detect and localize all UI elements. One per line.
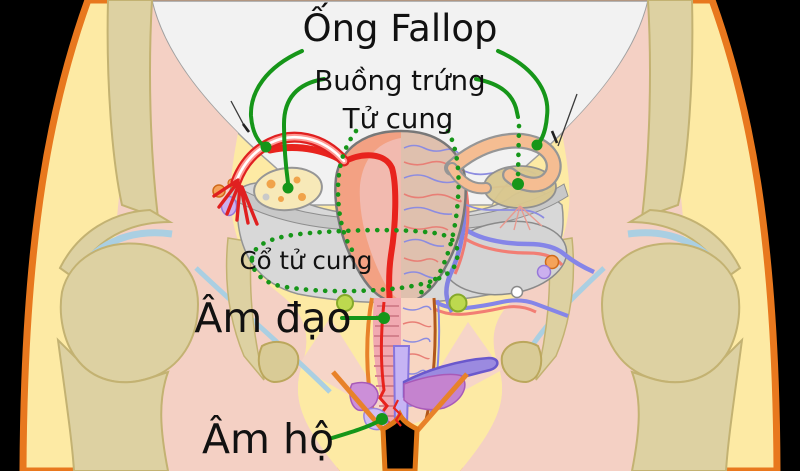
leader-lines [230,93,578,147]
left-leader-tick [241,123,251,133]
lower-tract [331,297,499,471]
ovary-dot-left [282,182,294,194]
right-leader-tick [550,130,559,144]
label-cervix: Cổ tử cung [240,246,373,275]
labels: Ống Fallop Buồng trứng Tử cung Cổ tử cun… [194,2,497,463]
ureter-tip [510,285,524,299]
fallopian-dot-right [531,139,543,151]
uterine-plexus-artery [453,189,470,275]
left-femur-shaft [56,337,170,471]
vulva-opening [380,409,420,471]
right-fallopian-tube [444,132,562,195]
right-femur-head [600,242,741,384]
cutaway-background [151,0,649,206]
ligament-vessel-3 [455,199,545,219]
right-ovary-ligaments [499,205,543,231]
left-femur-head [59,242,200,384]
vestibular-bulb-right [403,373,466,411]
left-fallopian-tube [212,131,350,226]
cervix-outline-dotted [249,227,460,294]
fallopian-dot-left [260,141,272,153]
adnexa [212,131,562,231]
vagina-dot [378,312,390,324]
right-ischium [500,340,543,384]
endometrium-line [339,152,399,321]
ovary-pointer-left [281,77,326,185]
label-fallopian-tube: Ống Fallop [302,2,497,50]
fimbriae [212,178,259,226]
right-femur-shaft [630,337,744,471]
uterine-artery [431,305,537,316]
label-ovary: Buồng trứng [314,65,485,97]
labia-fold-right [415,372,469,433]
uterus-outline-dotted-left [335,128,359,253]
fallopian-pointer-right [496,49,550,147]
label-uterus: Tử cung [342,103,453,135]
ovary-pointer-right-hidden [515,123,522,179]
label-vulva: Âm hộ [202,415,334,463]
follicle-1 [266,179,276,189]
uterus-outline-dotted-right [411,128,461,299]
right-thin-leader [557,93,578,147]
right-artery-section [544,254,560,270]
follicle-4 [278,196,284,202]
fallopian-pointer-left [248,49,304,149]
iliac-vein [448,214,595,275]
left-ischial-column [225,237,265,381]
ovary-dot-right [512,178,524,190]
follicle-5 [262,193,270,201]
ovary-pointer-right [474,77,520,119]
label-vagina: Âm đạo [194,294,351,342]
left-ischium [257,340,300,384]
right-vein-section [536,264,552,280]
left-fascia-line [194,266,332,394]
lymph-node-left [336,294,354,312]
lymph-node-right [448,293,468,313]
follicle-3 [298,193,306,201]
follicle-2 [293,176,301,184]
annotations [248,49,550,440]
vulva-pointer [330,419,381,440]
vulva-dot [376,413,388,425]
vulva-mucosa-line [392,399,402,427]
pelvic-bones [56,0,744,471]
